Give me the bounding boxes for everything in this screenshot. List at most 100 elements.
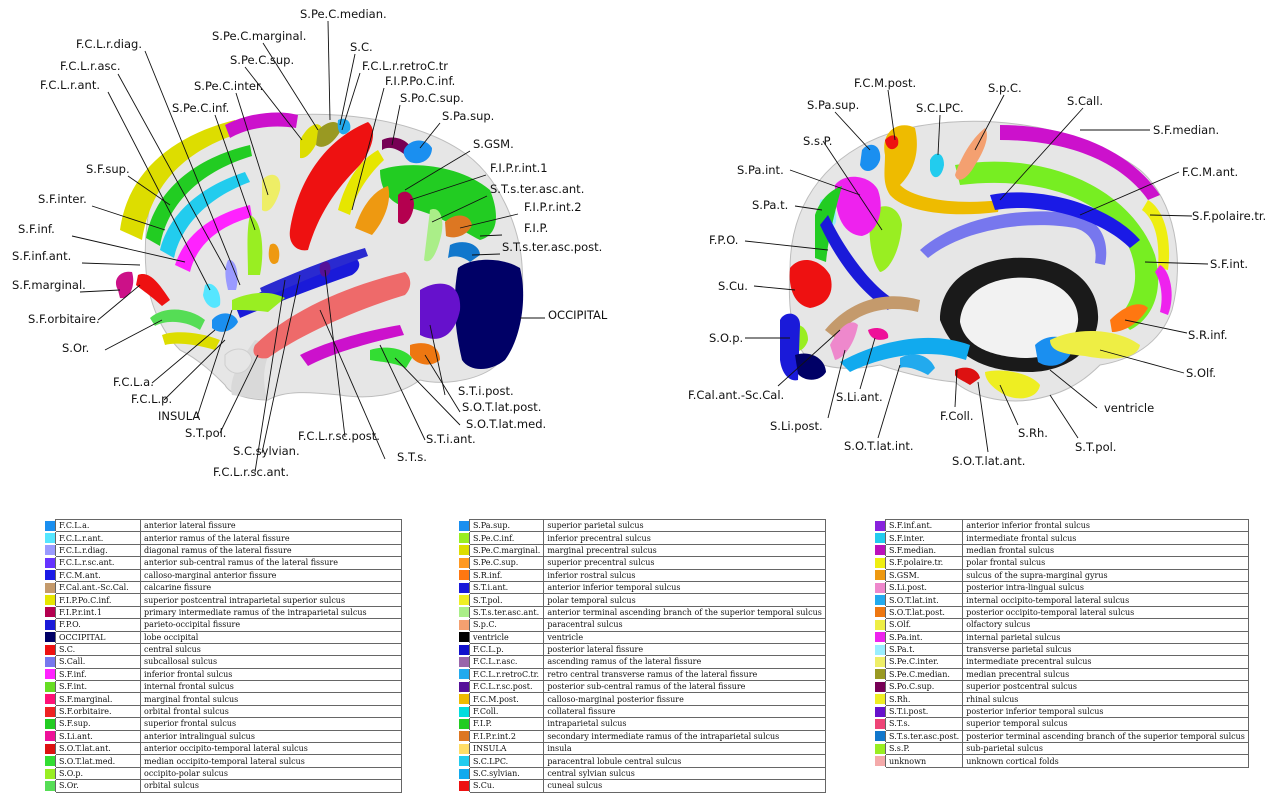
legend-swatch-cell bbox=[45, 532, 56, 544]
legend-color-swatch bbox=[459, 657, 469, 667]
legend-abbreviation: S.Pa.int. bbox=[886, 631, 963, 643]
legend-swatch-cell bbox=[459, 594, 470, 606]
legend-swatch-cell bbox=[45, 743, 56, 755]
legend-color-swatch bbox=[45, 533, 55, 543]
legend-description: primary intermediate ramus of the intrap… bbox=[141, 606, 402, 618]
lateral-sulcus-label: F.C.L.r.retroC.tr bbox=[362, 59, 448, 73]
legend-swatch-cell bbox=[459, 705, 470, 717]
legend-abbreviation: S.F.orbitaire. bbox=[56, 705, 141, 717]
medial-sulcus-label: F.Coll. bbox=[940, 409, 974, 423]
medial-sulcus-label: S.Pa.sup. bbox=[807, 98, 859, 112]
lateral-sulcus-label: S.F.marginal. bbox=[12, 278, 86, 292]
legend-abbreviation: S.O.T.lat.ant. bbox=[56, 743, 141, 755]
legend-row: F.P.O.parieto-occipital fissure bbox=[45, 619, 402, 631]
medial-sulcus-label: S.Pa.int. bbox=[737, 163, 784, 177]
legend-row: S.O.T.lat.int.internal occipito-temporal… bbox=[875, 594, 1249, 606]
legend-color-swatch bbox=[45, 694, 55, 704]
legend-row: F.C.L.p.posterior lateral fissure bbox=[459, 643, 826, 655]
lateral-sulcus-label: S.Or. bbox=[62, 341, 89, 355]
legend-color-swatch bbox=[459, 558, 469, 568]
legend-row: F.I.P.r.int.1primary intermediate ramus … bbox=[45, 606, 402, 618]
legend-description: parieto-occipital fissure bbox=[141, 619, 402, 631]
legend-abbreviation: S.Pe.C.marginal. bbox=[470, 544, 544, 556]
legend-swatch-cell bbox=[459, 544, 470, 556]
legend-description: polar frontal sulcus bbox=[963, 557, 1249, 569]
legend-swatch-cell bbox=[459, 730, 470, 742]
legend-abbreviation: S.O.T.lat.med. bbox=[56, 755, 141, 767]
legend-color-swatch bbox=[459, 744, 469, 754]
legend-row: F.I.P.Po.C.inf.superior postcentral intr… bbox=[45, 594, 402, 606]
medial-sulcus-label: S.Rh. bbox=[1018, 426, 1048, 440]
legend-swatch-cell bbox=[459, 755, 470, 767]
medial-sulcus-label: S.Call. bbox=[1067, 94, 1103, 108]
legend-abbreviation: S.Pe.C.inf. bbox=[470, 532, 544, 544]
legend-row: S.T.i.ant.anterior inferior temporal sul… bbox=[459, 581, 826, 593]
legend-color-swatch bbox=[459, 694, 469, 704]
legend-swatch-cell bbox=[875, 730, 886, 742]
legend-color-swatch bbox=[459, 570, 469, 580]
lateral-sulcus-label: S.C.sylvian. bbox=[233, 444, 300, 458]
legend-description: calcarine fissure bbox=[141, 581, 402, 593]
legend-abbreviation: S.Pe.C.inter. bbox=[886, 656, 963, 668]
legend-row: S.T.s.superior temporal sulcus bbox=[875, 718, 1249, 730]
legend-abbreviation: S.Li.ant. bbox=[56, 730, 141, 742]
medial-sulcus-label: F.Cal.ant.-Sc.Cal. bbox=[688, 388, 784, 402]
medial-sulcus-label: S.Pa.t. bbox=[752, 198, 788, 212]
medial-sulcus-label: ventricle bbox=[1104, 401, 1154, 415]
legend-row: S.Li.post.posterior intra-lingual sulcus bbox=[875, 581, 1249, 593]
medial-sulcus-label: S.p.C. bbox=[988, 81, 1022, 95]
legend-swatch-cell bbox=[45, 755, 56, 767]
legend-color-swatch bbox=[45, 521, 55, 531]
legend-color-swatch bbox=[875, 521, 885, 531]
legend-description: median precentral sulcus bbox=[963, 668, 1249, 680]
legend-swatch-cell bbox=[45, 656, 56, 668]
legend-color-swatch bbox=[875, 570, 885, 580]
legend-abbreviation: S.F.int. bbox=[56, 681, 141, 693]
legend-swatch-cell bbox=[459, 631, 470, 643]
legend-color-swatch bbox=[45, 558, 55, 568]
lateral-sulcus-label: F.C.L.p. bbox=[131, 392, 172, 406]
legend-abbreviation: S.T.i.post. bbox=[886, 705, 963, 717]
legend-color-swatch bbox=[45, 682, 55, 692]
legend-swatch-cell bbox=[45, 594, 56, 606]
legend-description: intermediate precentral sulcus bbox=[963, 656, 1249, 668]
legend-row: S.Pe.C.median.median precentral sulcus bbox=[875, 668, 1249, 680]
legend-table-2: S.Pa.sup.superior parietal sulcusS.Pe.C.… bbox=[458, 519, 826, 793]
lateral-sulcus-label: F.C.L.r.diag. bbox=[76, 37, 142, 51]
medial-sulcus-label: F.C.M.post. bbox=[854, 76, 916, 90]
legend-swatch-cell bbox=[875, 668, 886, 680]
legend-color-swatch bbox=[875, 669, 885, 679]
legend-swatch-cell bbox=[875, 681, 886, 693]
legend-swatch-cell bbox=[459, 569, 470, 581]
legend-abbreviation: F.C.L.r.diag. bbox=[56, 544, 141, 556]
legend-color-swatch bbox=[45, 607, 55, 617]
legend-swatch-cell bbox=[459, 606, 470, 618]
legend-color-swatch bbox=[459, 682, 469, 692]
legend-swatch-cell bbox=[459, 780, 470, 792]
legend-description: diagonal ramus of the lateral fissure bbox=[141, 544, 402, 556]
legend-abbreviation: S.Li.post. bbox=[886, 581, 963, 593]
medial-sulcus-label: S.Olf. bbox=[1186, 366, 1216, 380]
legend-color-swatch bbox=[459, 533, 469, 543]
legend-color-swatch bbox=[45, 719, 55, 729]
legend-row: F.C.L.r.ant.anterior ramus of the latera… bbox=[45, 532, 402, 544]
legend-abbreviation: F.C.L.r.asc. bbox=[470, 656, 544, 668]
legend-abbreviation: S.F.polaire.tr. bbox=[886, 557, 963, 569]
legend-description: paracentral lobule central sulcus bbox=[544, 755, 826, 767]
lateral-sulcus-label: S.Po.C.sup. bbox=[400, 91, 464, 105]
legend-description: insula bbox=[544, 743, 826, 755]
legend-swatch-cell bbox=[459, 718, 470, 730]
legend-row: S.F.orbitaire.orbital frontal sulcus bbox=[45, 705, 402, 717]
legend-row: S.Rh.rhinal sulcus bbox=[875, 693, 1249, 705]
legend-description: paracentral sulcus bbox=[544, 619, 826, 631]
legend-swatch-cell bbox=[45, 780, 56, 792]
legend-color-swatch bbox=[875, 558, 885, 568]
legend-swatch-cell bbox=[459, 668, 470, 680]
legend-row: S.GSM.sulcus of the supra-marginal gyrus bbox=[875, 569, 1249, 581]
legend-row: S.Pa.t.transverse parietal sulcus bbox=[875, 643, 1249, 655]
legend-color-swatch bbox=[459, 521, 469, 531]
legend-description: orbital frontal sulcus bbox=[141, 705, 402, 717]
lateral-sulcus-label: F.I.P.Po.C.inf. bbox=[385, 74, 455, 88]
legend-swatch-cell bbox=[45, 730, 56, 742]
legend-row: S.O.T.lat.med.median occipito-temporal l… bbox=[45, 755, 402, 767]
